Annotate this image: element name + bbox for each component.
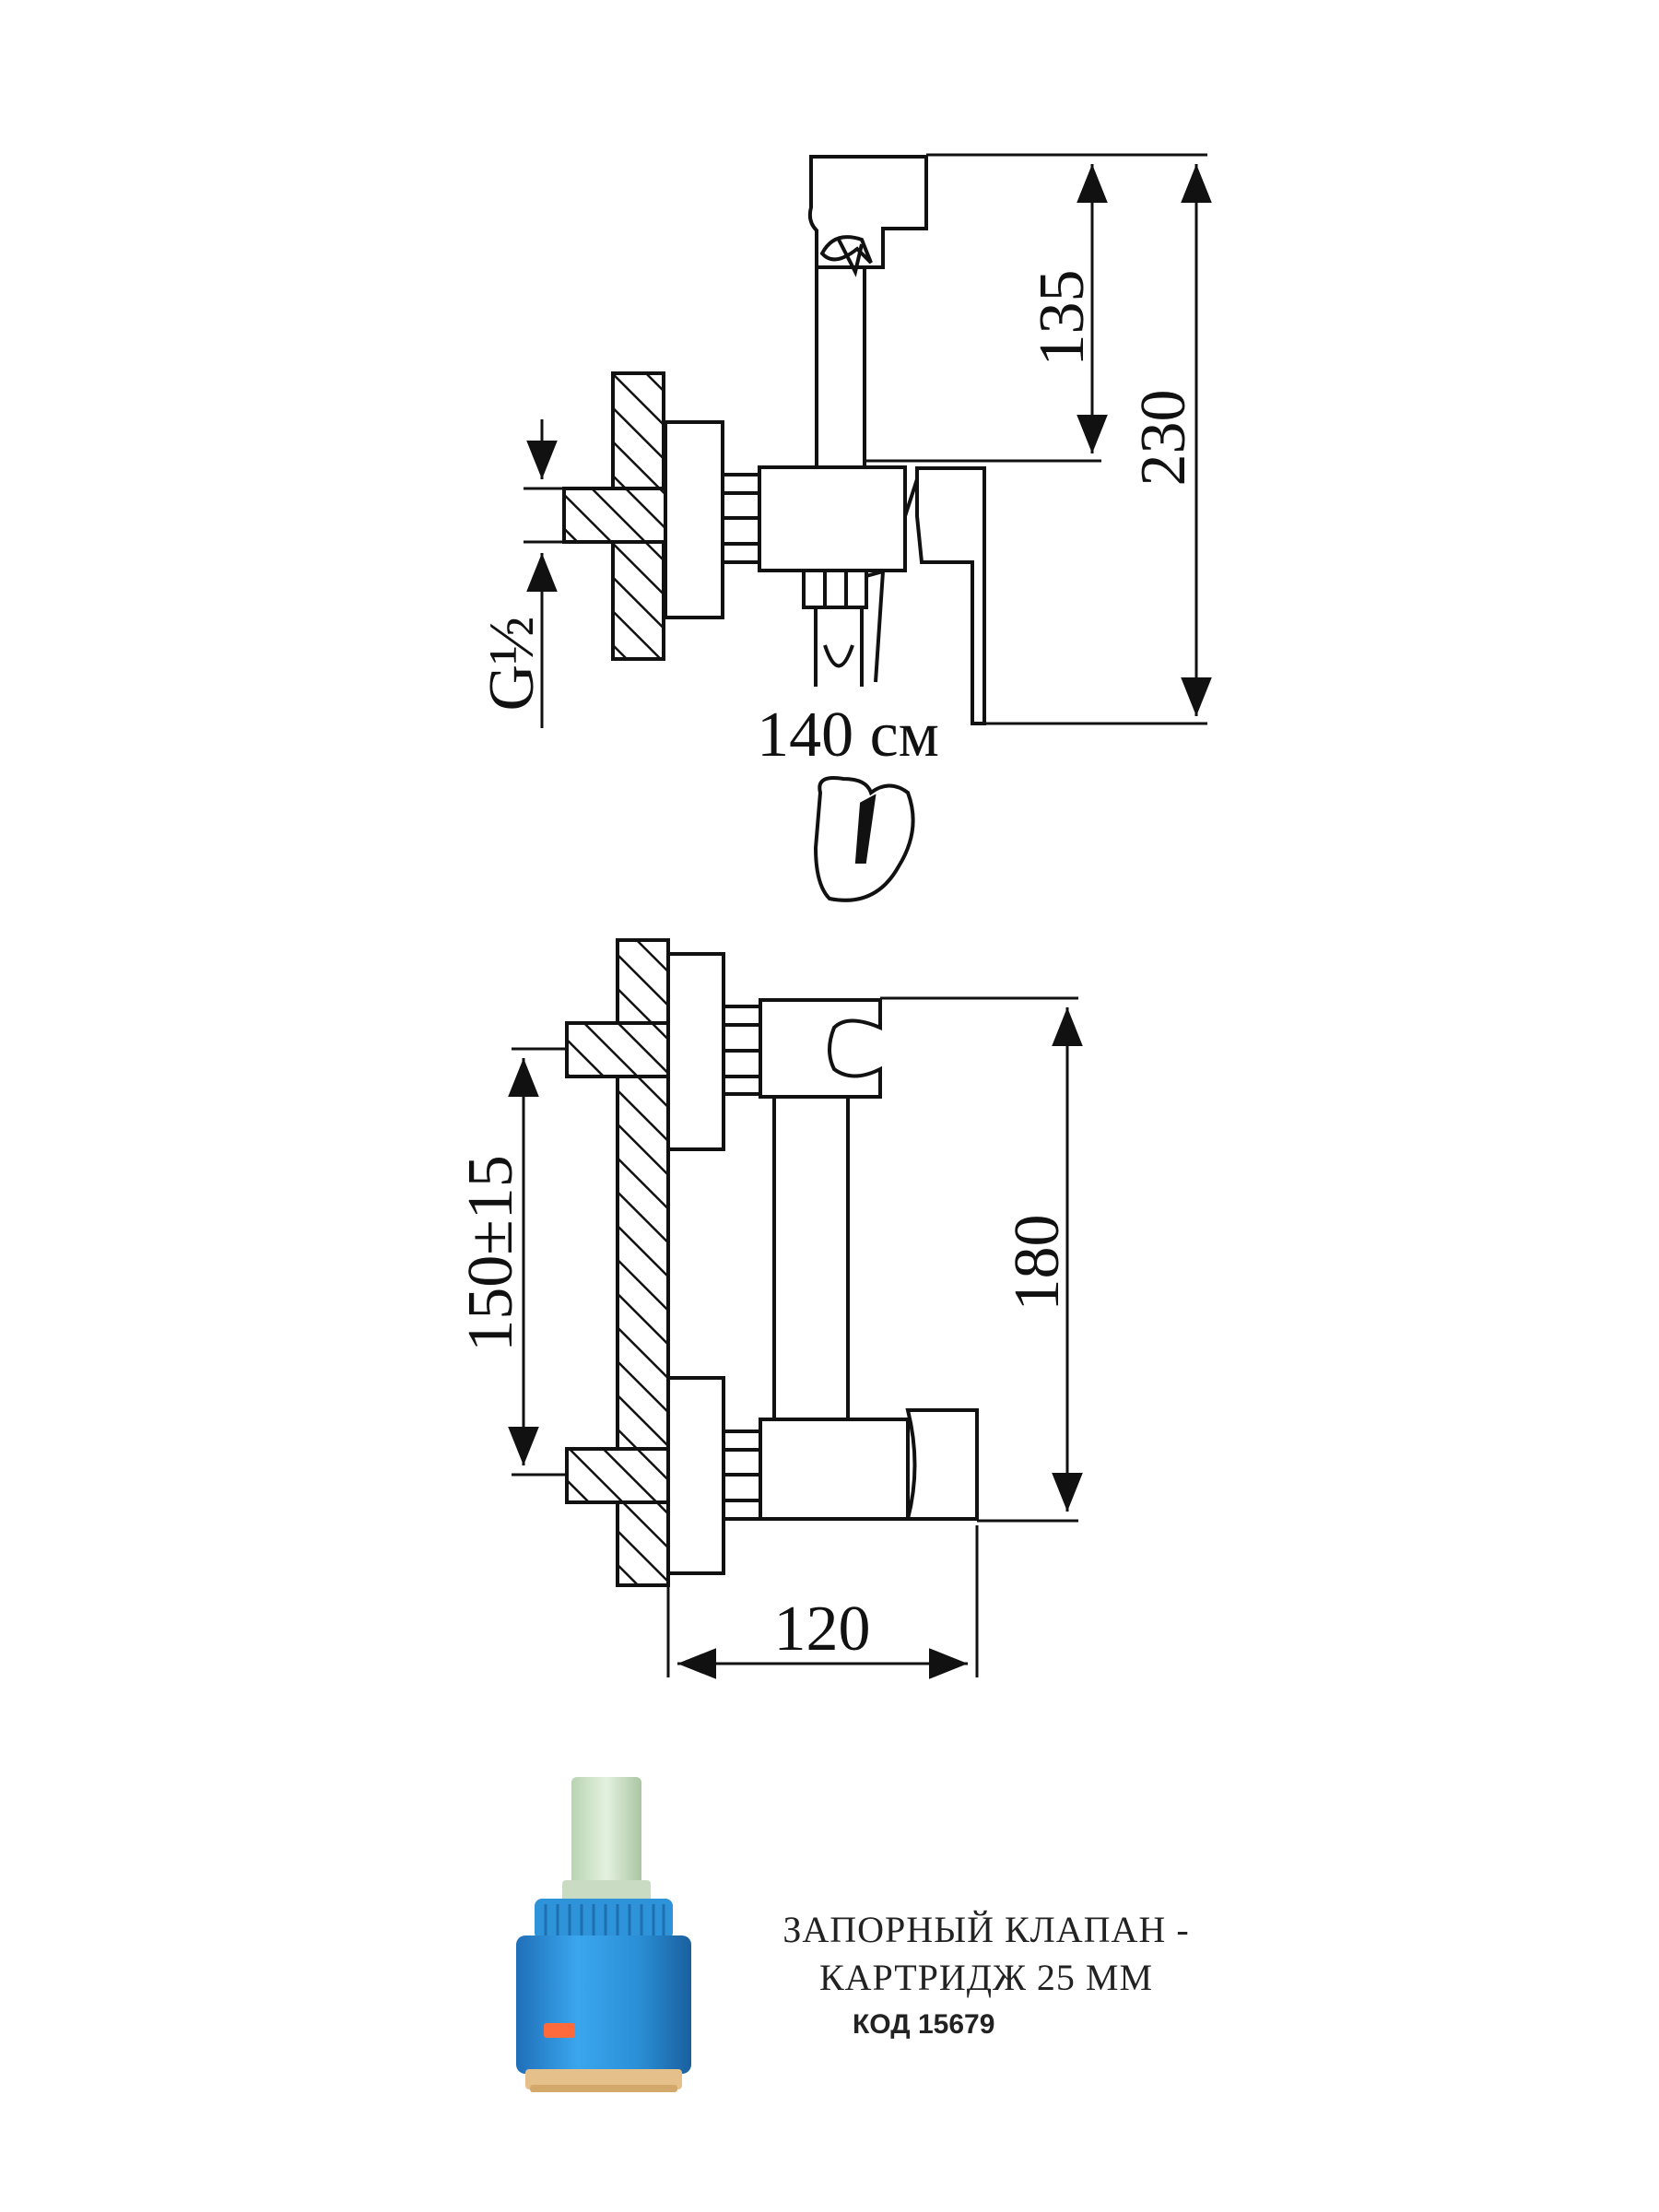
dim-180: 180 (1002, 1215, 1073, 1312)
mixer-body (758, 465, 907, 572)
hose-nut (802, 569, 868, 609)
front-view-dimensions (508, 996, 1083, 1679)
cartridge-body (516, 1936, 691, 2074)
mixer-body (759, 1418, 910, 1521)
front-view (565, 938, 979, 1587)
cartridge-image (516, 1777, 691, 2092)
lever-handle (905, 1408, 979, 1521)
cartridge-title-line2: КАРТРИДЖ 25 ММ (818, 1957, 1154, 1998)
side-view-dimensions (524, 153, 1212, 728)
cartridge-base (525, 2069, 682, 2089)
dim-150: 150±15 (455, 1155, 526, 1351)
upper-wall-pipe (565, 1021, 670, 1078)
cartridge-code: КОД 15679 (853, 2009, 995, 2040)
column (772, 1095, 850, 1421)
dim-120: 120 (774, 1594, 871, 1665)
holder-block (759, 998, 882, 1099)
holder-hook (819, 235, 873, 265)
lever-handle (915, 466, 986, 725)
escutcheon (664, 420, 724, 619)
cartridge-title-line1: ЗАПОРНЫЙ КЛАПАН - (782, 1909, 1190, 1950)
holder-stem (815, 265, 866, 469)
hose (814, 607, 864, 687)
cartridge-stem (571, 1777, 641, 1901)
wall-pipe (562, 487, 667, 544)
hose-length-label: 140 см (757, 700, 939, 771)
dim-230: 230 (1128, 390, 1199, 487)
upper-escutcheon (666, 952, 725, 1151)
thread-label: G½ (477, 616, 547, 711)
dim-135: 135 (1027, 270, 1098, 367)
cartridge-caption: ЗАПОРНЫЙ КЛАПАН - КАРТРИДЖ 25 ММ КОД 156… (728, 1906, 1244, 2041)
lower-escutcheon (666, 1376, 725, 1575)
side-view (562, 155, 986, 902)
lower-wall-pipe (565, 1447, 670, 1504)
